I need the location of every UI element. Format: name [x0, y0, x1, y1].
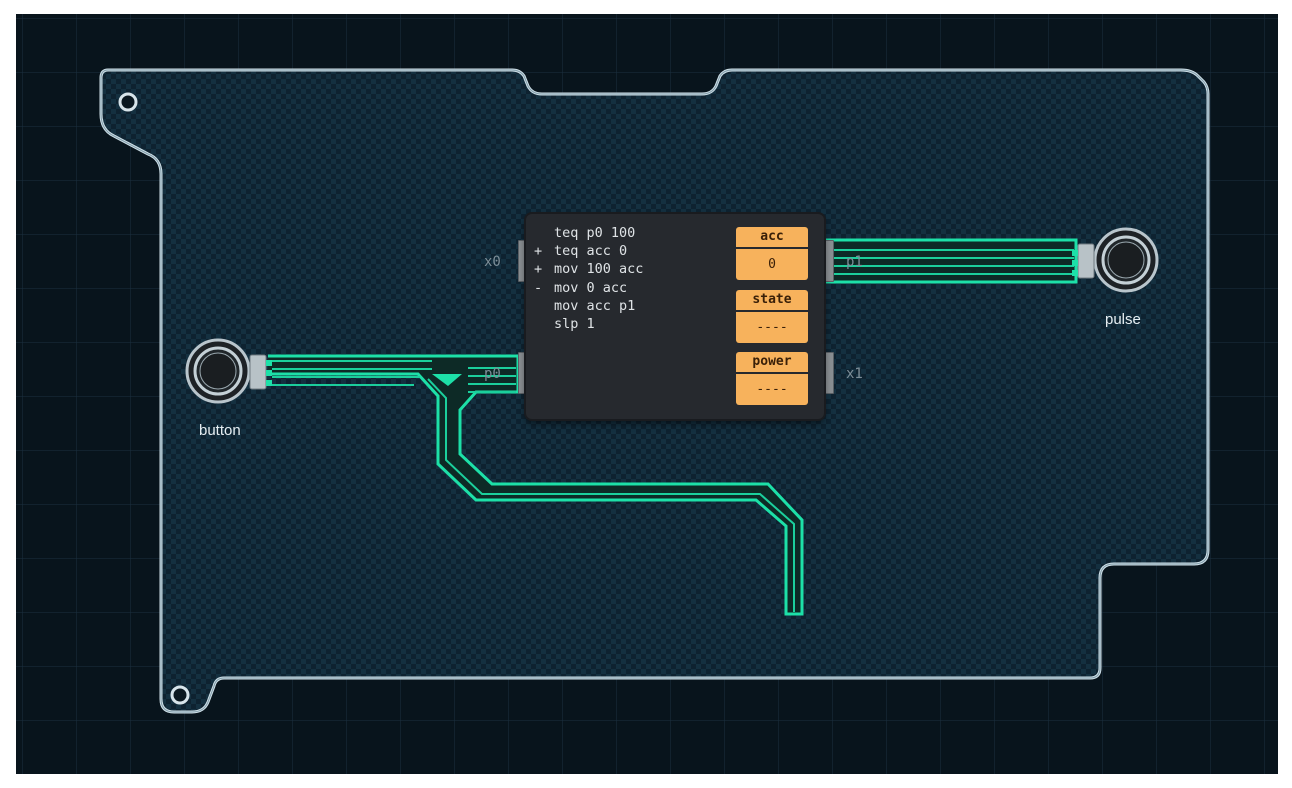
code-line-text: mov 100 acc: [554, 261, 644, 278]
button-label: button: [199, 422, 241, 439]
code-line[interactable]: -mov 0 acc: [534, 279, 643, 297]
register-state-value: ----: [736, 312, 808, 343]
code-line-text: slp 1: [554, 315, 595, 332]
register-acc-name: acc: [736, 227, 808, 247]
pin-x1[interactable]: [824, 352, 834, 394]
microcontroller-chip[interactable]: teq p0 100 + teq acc 0 + mov 100 acc -mov …: [526, 214, 824, 419]
register-acc-value: 0: [736, 249, 808, 280]
register-state-name: state: [736, 290, 808, 310]
pin-p1[interactable]: [824, 240, 834, 282]
register-acc: acc 0: [736, 227, 808, 280]
code-line-text: mov 0 acc: [554, 279, 628, 296]
mounting-hole-icon: [170, 685, 190, 705]
register-power: power ----: [736, 352, 808, 405]
code-line[interactable]: teq p0 100: [534, 224, 643, 242]
code-listing[interactable]: teq p0 100 + teq acc 0 + mov 100 acc -mov …: [534, 224, 643, 333]
game-stage: teq p0 100 + teq acc 0 + mov 100 acc -mov …: [16, 14, 1278, 774]
port-label-x1: x1: [846, 366, 863, 382]
execution-marker: +: [534, 261, 543, 278]
execution-marker: +: [534, 243, 543, 260]
mounting-hole-icon: [118, 92, 138, 112]
register-power-value: ----: [736, 374, 808, 405]
port-label-p0: p0: [484, 366, 501, 382]
port-label-p1: p1: [846, 254, 863, 270]
wire-trace-button-p0[interactable]: [268, 354, 804, 616]
button-component[interactable]: [185, 338, 272, 404]
code-line[interactable]: + mov 100 acc: [534, 260, 643, 278]
register-power-name: power: [736, 352, 808, 372]
pulse-output-component[interactable]: [1072, 227, 1159, 293]
register-state: state ----: [736, 290, 808, 343]
code-line[interactable]: mov acc p1: [534, 297, 643, 315]
port-label-x0: x0: [484, 254, 501, 270]
code-line-text: mov acc p1: [554, 297, 636, 314]
code-line-text: teq p0 100: [554, 225, 636, 241]
code-line-text: teq acc 0: [554, 243, 628, 260]
pulse-label: pulse: [1105, 311, 1141, 328]
execution-marker: -: [534, 279, 543, 296]
code-line[interactable]: slp 1: [534, 315, 643, 333]
wire-trace-p1-pulse[interactable]: [824, 238, 1078, 284]
code-line[interactable]: + teq acc 0: [534, 242, 643, 260]
